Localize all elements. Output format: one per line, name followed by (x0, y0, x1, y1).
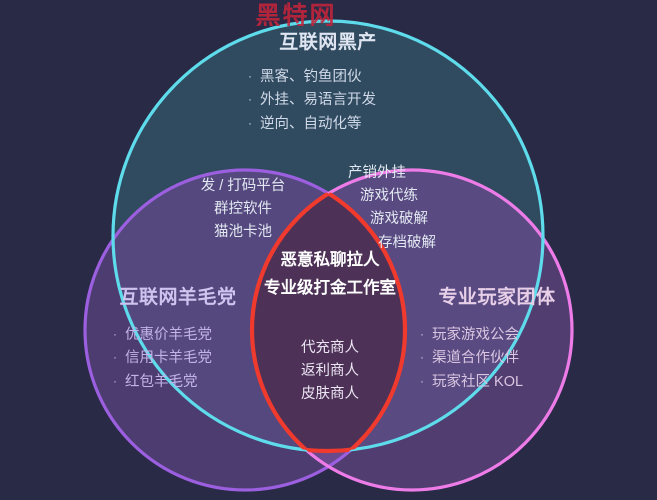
center-highlight-outline (249, 170, 408, 454)
